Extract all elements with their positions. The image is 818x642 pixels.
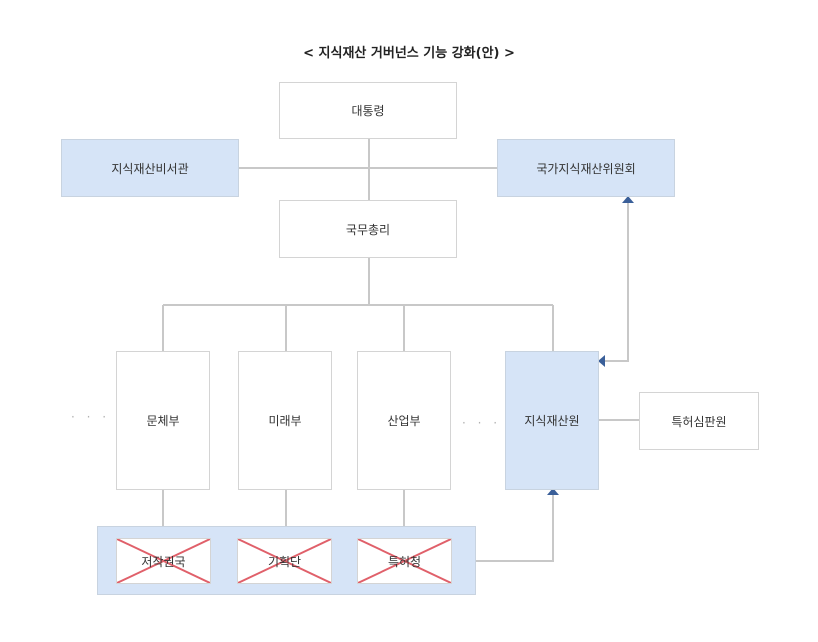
- removed-planning-group: 기획단: [237, 538, 332, 584]
- removed-copyright-bureau-label: 저작권국: [141, 554, 186, 569]
- removed-copyright-bureau: 저작권국: [116, 538, 211, 584]
- node-future-ministry: 미래부: [238, 351, 332, 490]
- line-band-agency: [476, 495, 554, 562]
- ellipsis-left: · · ·: [71, 410, 111, 424]
- node-patent-tribunal: 특허심판원: [639, 392, 759, 450]
- node-culture-ministry: 문체부: [116, 351, 210, 490]
- removed-patent-office: 특허청: [357, 538, 452, 584]
- node-culture-ministry-label: 문체부: [146, 414, 180, 428]
- node-ip-secretary-label: 지식재산비서관: [111, 161, 189, 176]
- diagram-title: < 지식재산 거버넌스 기능 강화(안) >: [303, 46, 515, 61]
- node-future-ministry-label: 미래부: [268, 414, 302, 428]
- ellipsis-middle: · · ·: [462, 416, 502, 430]
- node-president: 대통령: [279, 82, 457, 139]
- node-ip-agency: 지식재산원: [505, 351, 599, 490]
- removed-planning-group-label: 기획단: [267, 554, 302, 569]
- node-ip-agency-label: 지식재산원: [524, 414, 580, 428]
- node-patent-tribunal-label: 특허심판원: [671, 414, 727, 429]
- node-president-label: 대통령: [351, 104, 385, 118]
- cross-mark-icon: [358, 539, 451, 583]
- node-prime-minister-label: 국무총리: [345, 222, 391, 237]
- node-industry-ministry: 산업부: [357, 351, 451, 490]
- arrowhead-left-agency: [598, 355, 605, 367]
- node-prime-minister: 국무총리: [279, 200, 457, 258]
- arrowhead-up-committee: [622, 196, 634, 203]
- cross-mark-icon: [238, 539, 331, 583]
- cross-mark-icon: [117, 539, 210, 583]
- node-national-ip-committee: 국가지식재산위원회: [497, 139, 675, 197]
- arrowhead-up-agency: [547, 488, 559, 495]
- removed-patent-office-label: 특허청: [387, 554, 422, 569]
- node-ip-secretary: 지식재산비서관: [61, 139, 239, 197]
- line-agency-committee: [604, 202, 629, 362]
- node-industry-ministry-label: 산업부: [387, 414, 421, 428]
- node-national-ip-committee-label: 국가지식재산위원회: [536, 161, 636, 176]
